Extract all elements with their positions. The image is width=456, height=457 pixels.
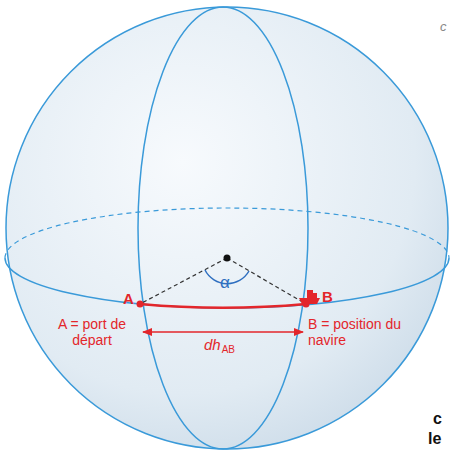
route-arc [140, 304, 306, 308]
cropped-text: c [440, 20, 447, 35]
angle-label: α [220, 273, 230, 293]
distance-subscript: AB [222, 344, 235, 356]
distance-label: dh [204, 336, 221, 353]
cropped-text: le [428, 430, 441, 448]
meridian [138, 7, 308, 449]
equator-back [5, 208, 449, 258]
ship-label: B = position du navire [308, 316, 404, 348]
distance-arrow [143, 331, 303, 333]
equator-front [5, 258, 449, 308]
port-label: A = port de départ [52, 316, 132, 348]
sphere-center [224, 255, 231, 262]
ship-icon [299, 290, 320, 304]
cropped-text: c [433, 410, 442, 428]
radius-a [140, 258, 227, 304]
point-label: B [322, 288, 333, 305]
point-a [137, 301, 144, 308]
point-label: A [123, 290, 134, 307]
sphere [6, 7, 448, 449]
